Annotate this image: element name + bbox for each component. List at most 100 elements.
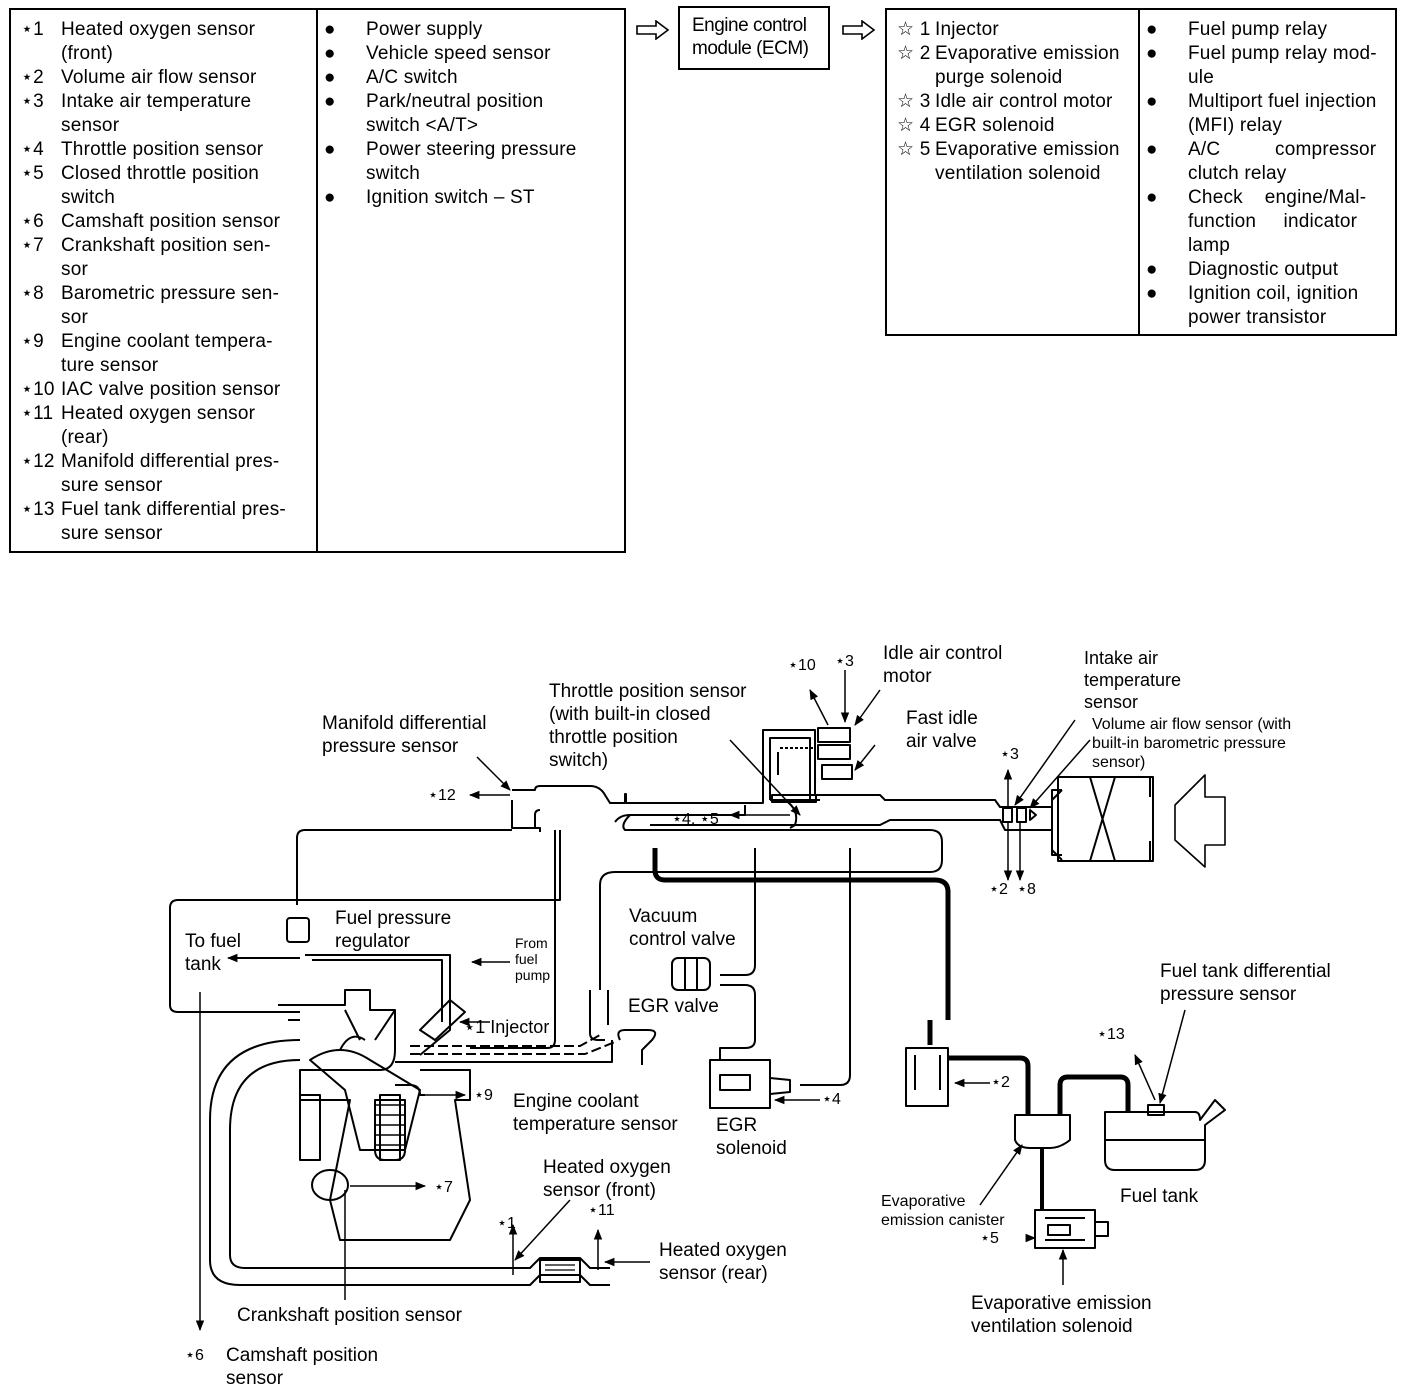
label-line: Manifold differential	[322, 713, 487, 734]
signal-marker: ●	[324, 19, 336, 40]
sensor-marker: ⋆2	[21, 67, 44, 88]
sensor-marker: ⋆12	[21, 451, 55, 472]
output-marker: ●	[1146, 259, 1158, 280]
sensor-text: (rear)	[61, 427, 109, 448]
output-row: ●Fuel pump relay mod-	[1146, 42, 1385, 66]
output-marker: ●	[1146, 187, 1158, 208]
output-text: A/C compressor	[1188, 139, 1377, 160]
actuator-row: ventilation solenoid	[897, 162, 1138, 186]
label-line: regulator	[335, 931, 410, 952]
label-vacuum-control-valve: Vacuum control valve	[629, 905, 736, 951]
label-line: EGR	[716, 1115, 758, 1136]
exhaust-system	[209, 1039, 610, 1286]
leader-r13	[1134, 1054, 1156, 1101]
sensor-marker: ⋆6	[21, 211, 44, 232]
sensor-text: Closed throttle position	[61, 163, 260, 184]
label-line: switch)	[549, 750, 609, 771]
label-line: built-in barometric pressure	[1092, 735, 1286, 752]
label-injector: ⋆1 Injector	[464, 1018, 549, 1037]
output-text: Diagnostic output	[1188, 259, 1339, 280]
throttle-body	[771, 727, 853, 829]
actuator-text: Injector	[935, 19, 999, 40]
label-line: Fuel pressure	[335, 908, 452, 929]
label-evap-ventilation: Evaporative emission ventilation solenoi…	[971, 1292, 1152, 1338]
actuator-text: Evaporative emission	[935, 43, 1120, 64]
output-row: lamp	[1146, 234, 1385, 258]
output-text: (MFI) relay	[1188, 115, 1283, 136]
output-row: ● Diagnostic output	[1146, 258, 1385, 282]
sensor-marker: ⋆7	[21, 235, 44, 256]
label-line: Evaporative emission	[971, 1293, 1152, 1314]
ref-2-vaf: ⋆2	[989, 881, 1008, 898]
output-row: ● A/C compressor	[1146, 138, 1385, 162]
leader-iac-motor	[854, 689, 881, 726]
label-line: motor	[883, 666, 932, 687]
label-line: Throttle position sensor	[549, 681, 747, 702]
ref-3-idle: ⋆3	[835, 653, 854, 670]
signal-marker: ●	[324, 139, 336, 160]
leader-throttle	[729, 739, 801, 816]
output-row: function indicator	[1146, 210, 1385, 234]
label-line: sensor	[226, 1368, 284, 1389]
ref-6: ⋆6	[185, 1347, 204, 1364]
ref-11: ⋆11	[588, 1202, 615, 1219]
output-text: clutch relay	[1188, 163, 1287, 184]
leader-canister	[979, 1144, 1023, 1206]
sensor-row: (front)	[21, 42, 316, 66]
label-line: temperature	[1084, 670, 1182, 690]
sensor-text: Crankshaft position sen-	[61, 235, 271, 256]
signal-column: ●Power supply●Vehicle speed sensor●A/C s…	[318, 10, 624, 551]
label-line: Crankshaft position sensor	[237, 1305, 462, 1326]
leader-lines	[195, 670, 1186, 1332]
signal-text: A/C switch	[366, 67, 458, 88]
label-engine-coolant-temp: Engine coolant temperature sensor	[513, 1090, 678, 1136]
signal-text: switch <A/T>	[366, 115, 479, 136]
sensor-row: ⋆3 Intake air temperature	[21, 90, 316, 114]
label-line: emission canister	[881, 1212, 1005, 1229]
engine-block	[299, 989, 471, 1241]
signal-row: ●Park/neutral position	[324, 90, 624, 114]
sensor-row: (rear)	[21, 426, 316, 450]
output-arrow-icon	[842, 20, 876, 40]
sensor-marker: ⋆3	[21, 91, 44, 112]
actuator-text: Evaporative emission	[935, 139, 1120, 160]
sensor-text: sor	[61, 307, 88, 328]
output-marker: ●	[1146, 91, 1158, 112]
sensor-row: sure sensor	[21, 522, 316, 546]
ref-9: ⋆9	[474, 1087, 493, 1104]
actuator-row: purge solenoid	[897, 66, 1138, 90]
signal-text: Park/neutral position	[366, 91, 544, 112]
sensor-text: Fuel tank differential pres-	[61, 499, 286, 520]
label-line: pressure sensor	[322, 736, 459, 757]
output-row: ●Ignition coil, ignition	[1146, 282, 1385, 306]
leader-vaf	[1029, 739, 1091, 809]
label-line: fuel	[515, 951, 538, 967]
actuator-text: purge solenoid	[935, 67, 1063, 88]
label-fuel-tank-differential: Fuel tank differential pressure sensor	[1160, 960, 1331, 1006]
output-marker: ●	[1146, 139, 1158, 160]
label-fuel-pressure-regulator: Fuel pressure regulator	[335, 907, 451, 953]
sensor-text: Manifold differential pres-	[61, 451, 280, 472]
label-line: sensor	[1084, 692, 1139, 712]
sensor-text: Camshaft position sensor	[61, 211, 281, 232]
label-camshaft-position: Camshaft position sensor	[226, 1344, 378, 1390]
actuator-text: ventilation solenoid	[935, 163, 1101, 184]
output-text: lamp	[1188, 235, 1230, 256]
output-column: ●Fuel pump relay●Fuel pump relay mod-ule…	[1140, 10, 1395, 334]
output-text: Fuel pump relay	[1188, 19, 1328, 40]
ref-7: ⋆7	[434, 1179, 453, 1196]
signal-marker: ●	[324, 43, 336, 64]
sensor-text: Intake air temperature	[61, 91, 252, 112]
label-line: pressure sensor	[1160, 984, 1297, 1005]
label-line: ventilation solenoid	[971, 1316, 1133, 1337]
sensor-row: ⋆12 Manifold differential pres-	[21, 450, 316, 474]
signal-text: Ignition switch – ST	[366, 187, 535, 208]
label-line: Vacuum	[629, 906, 698, 927]
label-to-fuel-tank: To fuel tank	[185, 930, 241, 976]
